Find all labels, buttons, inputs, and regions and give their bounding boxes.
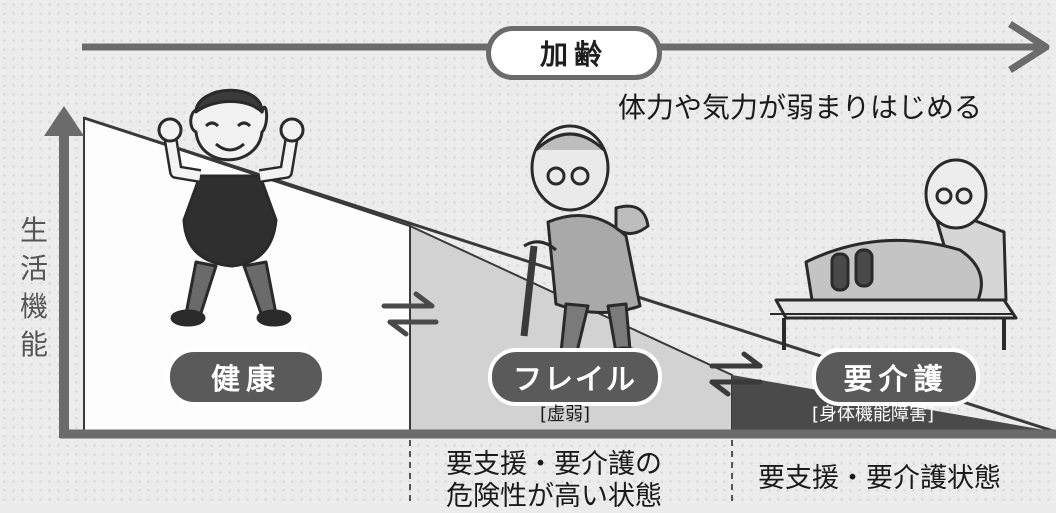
stage-healthy-label: 健康 [210,362,281,396]
stage-healthy-pill: 健康 [166,348,326,406]
stage-frailty-sub: [虚弱] [540,404,591,425]
y-axis-arrowhead [44,106,84,136]
aging-label-pill: 加齢 [486,26,662,80]
stage-frailty-pill: フレイル [488,348,662,406]
stage-care-pill: 要介護 [812,348,980,406]
decline-text: 体力や気力が弱まりはじめる [618,91,983,124]
y-axis-char: 機 [19,290,48,323]
y-axis-label: 生 活 機 能 [18,212,50,364]
frailty-note-line1: 要支援・要介護の [446,449,662,480]
y-axis-char: 生 [19,214,48,247]
two-way-arrow-icon [381,291,439,337]
care-note: 要支援・要介護状態 [758,463,1001,494]
y-axis-char: 活 [19,252,48,285]
aging-arrow-head [1008,21,1050,73]
stage-care-sub: [身体機能障害] [812,404,935,425]
aging-label: 加齢 [539,38,608,71]
stage-frailty-label: フレイル [512,362,637,396]
stage-care-label: 要介護 [843,362,949,396]
healthy-man-illustration [157,88,305,327]
y-axis-char: 能 [19,328,48,361]
bedridden-patient-illustration [770,158,1018,350]
frailty-note-line2: 危険性が高い状態 [446,481,662,512]
two-way-arrow-icon [709,351,763,397]
